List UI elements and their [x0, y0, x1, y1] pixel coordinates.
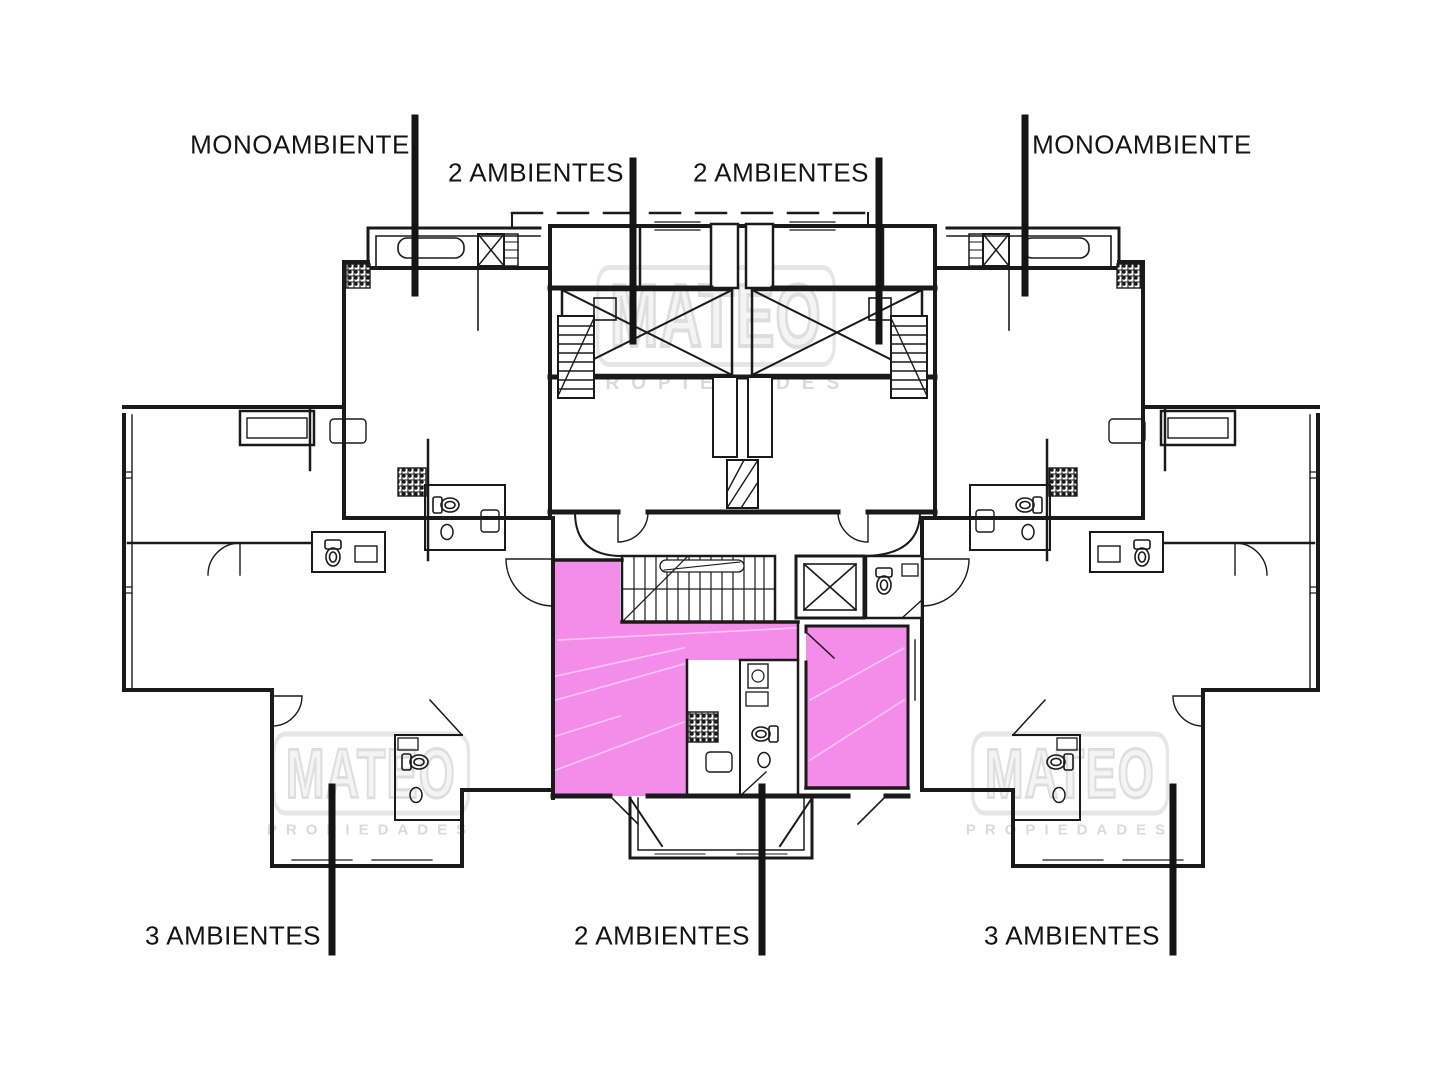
sink: [354, 545, 378, 563]
highlighted-unit-region: [553, 560, 908, 796]
unit-label-3-ambientes-bottom-right: 3 AMBIENTES: [984, 920, 1160, 951]
door-leaf: [901, 599, 923, 619]
balcony-planter: [397, 237, 465, 259]
door-swing-arc: [1172, 695, 1204, 727]
unit-label-2-ambientes-top-left: 2 AMBIENTES: [448, 157, 624, 188]
watermark-subtitle: PROPIEDADES: [965, 821, 1175, 839]
bidet: [1052, 786, 1066, 804]
kitchen-counter: [1108, 418, 1146, 444]
door-swing-arc: [1234, 542, 1268, 576]
central-circulation-core: [573, 510, 924, 624]
unit-bathroom-kitchen: [685, 658, 800, 798]
sink: [1097, 545, 1121, 563]
sink: [975, 509, 995, 533]
balcony-door-leaf: [608, 794, 888, 826]
monoambiente-unit-top-right: [933, 226, 1145, 520]
unit-label-2-ambientes-top-right: 2 AMBIENTES: [693, 157, 869, 188]
vent-shaft-box: [476, 232, 519, 268]
balcony-planter: [1022, 237, 1090, 259]
kitchen-hatch: [687, 711, 719, 743]
unit-label-3-ambientes-bottom-left: 3 AMBIENTES: [145, 920, 321, 951]
unit-label-monoambiente-top-right: MONOAMBIENTE: [1032, 129, 1252, 160]
door-leaf: [1011, 698, 1047, 737]
highlight-streaks: [554, 627, 906, 772]
sink: [745, 691, 769, 707]
watermark-mateo-bottom-left: MATEO PROPIEDADES: [221, 731, 521, 839]
kitchen-sink: [705, 751, 733, 773]
door-swing-arc: [617, 511, 649, 543]
bathroom: [969, 484, 1051, 551]
washing-machine: [747, 663, 769, 689]
label-leader-lines: [328, 114, 1177, 956]
elevator: [794, 554, 866, 620]
kitchen-counter: [329, 418, 367, 444]
sink: [1056, 737, 1078, 751]
kitchen-hatch: [397, 467, 427, 497]
toilet-room: [311, 531, 386, 573]
monoambiente-unit-top-left: [342, 226, 552, 520]
watermark-word: MATEO: [285, 734, 457, 813]
watermark-frame: MATEO: [272, 731, 470, 816]
sink: [397, 737, 419, 751]
door-leaf: [428, 698, 464, 737]
unit-balcony: [628, 796, 814, 860]
toilet-room: [1089, 531, 1164, 573]
closet-hatch: [1116, 263, 1142, 289]
door-swing-arc: [207, 542, 241, 576]
balcony-bump: [1159, 409, 1237, 447]
elevator-core-shaft: [709, 222, 740, 290]
sink: [480, 509, 500, 533]
main-staircase: [620, 554, 777, 624]
unit-label-2-ambientes-bottom-center: 2 AMBIENTES: [574, 920, 750, 951]
stairs-upper-left: [557, 297, 617, 399]
apartment-3-ambientes-right: [920, 405, 1320, 868]
balcony-bump: [238, 409, 316, 447]
duct-shaft: [726, 459, 759, 509]
bathroom: [424, 484, 506, 551]
core-toilet-room: [864, 554, 924, 620]
bidet: [440, 523, 454, 541]
bidet: [409, 786, 423, 804]
top-center-units: [510, 211, 938, 543]
bathroom-lower: [1011, 698, 1081, 821]
door-swing-arc: [837, 511, 869, 543]
door-swing-arc: [921, 558, 970, 607]
bathroom-lower: [394, 698, 464, 821]
door-swing-arc: [505, 558, 554, 607]
vent-shaft-box: [968, 232, 1011, 268]
door-leaf: [804, 630, 836, 660]
watermark-subtitle: PROPIEDADES: [266, 821, 476, 839]
unit-label-monoambiente-top-left: MONOAMBIENTE: [190, 129, 410, 160]
apartment-3-ambientes-left: [122, 405, 555, 868]
bidet: [1021, 523, 1035, 541]
watermark-mateo-bottom-right: MATEO PROPIEDADES: [920, 731, 1220, 839]
sink: [901, 563, 919, 577]
door-leaf: [739, 771, 767, 797]
closet-hatch: [345, 263, 371, 289]
bidet: [757, 751, 771, 769]
door-swing-arc: [271, 695, 303, 727]
unit-bedroom: [804, 624, 916, 790]
kitchen-hatch: [1048, 467, 1078, 497]
highlighted-unit-walls: [550, 558, 916, 860]
